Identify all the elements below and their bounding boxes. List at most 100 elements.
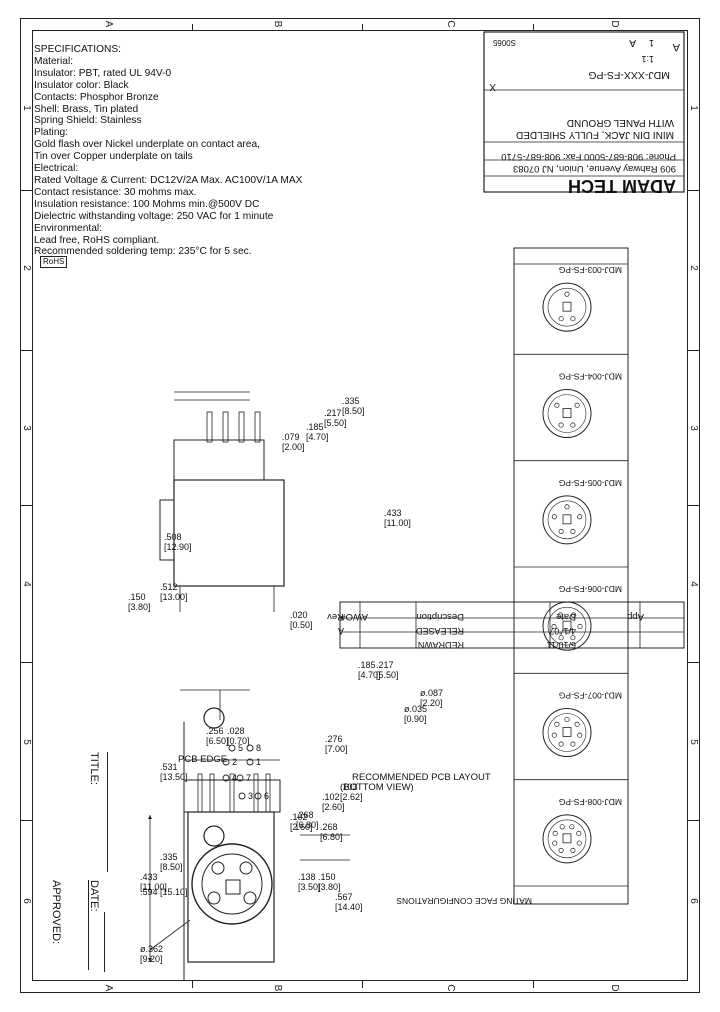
drawn-by: X bbox=[489, 81, 496, 92]
dim-side-150: .150 bbox=[128, 592, 146, 602]
pcb-pin-hole bbox=[254, 792, 262, 800]
mating-face-outline bbox=[542, 389, 592, 438]
pcb-pin-hole bbox=[222, 758, 230, 766]
pcb-pin-number: 5 bbox=[238, 743, 243, 753]
mating-key-block bbox=[562, 727, 572, 737]
dim-028: .028 bbox=[227, 726, 245, 736]
pcb-dim-217: .217 bbox=[376, 660, 394, 670]
mating-key-block bbox=[562, 301, 572, 312]
pcb-dim-217-mm: [5.50] bbox=[376, 670, 399, 680]
mating-pin-hole bbox=[559, 824, 565, 830]
dim-567: .567 bbox=[335, 892, 353, 902]
side-view-shell bbox=[173, 439, 265, 481]
mating-face-outline bbox=[542, 814, 592, 864]
title-block-border bbox=[483, 31, 685, 193]
mating-pin-hole bbox=[551, 624, 557, 630]
dim-103: .103 bbox=[340, 782, 358, 792]
mating-pin-hole bbox=[570, 847, 576, 853]
revision-letter: A bbox=[629, 37, 636, 48]
mating-pin-hole bbox=[558, 847, 564, 853]
company-name: ADAM TECH bbox=[568, 176, 676, 196]
mating-key-block bbox=[562, 620, 572, 631]
sheet-number: 1 bbox=[649, 38, 654, 48]
dim-side-508-mm: [12.90] bbox=[164, 542, 192, 552]
dim-side-508: .508 bbox=[164, 532, 182, 542]
revision-cell: 4/1/'07 bbox=[549, 626, 576, 636]
mating-heading: MATING FACE CONFIGURATIONS bbox=[396, 896, 532, 906]
mating-pin-hole bbox=[564, 716, 570, 723]
dim-362-mm: [9.20] bbox=[140, 954, 163, 964]
front-view-pin bbox=[211, 861, 225, 875]
dim-276-mm: [7.00] bbox=[325, 744, 348, 754]
pcb-dim-035: ø.035 bbox=[404, 704, 427, 714]
mating-pin-hole bbox=[564, 504, 570, 510]
mating-pin-hole bbox=[558, 635, 564, 641]
dim-side-512-mm: [13.00] bbox=[160, 592, 188, 602]
dim-side-079-mm: [2.00] bbox=[282, 442, 305, 452]
front-view-pin bbox=[207, 891, 221, 905]
mating-face-outline bbox=[542, 282, 592, 332]
pcb-subtitle: (BOTTOM VIEW) bbox=[340, 782, 414, 793]
mating-key-block bbox=[562, 833, 572, 844]
mating-face-inner bbox=[547, 394, 587, 433]
dim-side-185: .185 bbox=[306, 422, 324, 432]
pcb-dim-185-mm: [4.70] bbox=[358, 670, 381, 680]
drawing-title-1: MINI DIN JACK, FULLY SHIELDED bbox=[516, 129, 674, 140]
revision-header: Description bbox=[416, 611, 464, 622]
dim-594: .594 [15.10] bbox=[140, 887, 188, 897]
dim-150-mm: [3.80] bbox=[318, 882, 341, 892]
pcb-dim-035-mm: [0.90] bbox=[404, 714, 427, 724]
mating-face-outline bbox=[542, 495, 592, 545]
pcb-dim-433-mm: [11.00] bbox=[140, 882, 167, 892]
mating-pin-hole bbox=[577, 514, 583, 520]
dim-side-150-mm: [3.80] bbox=[128, 602, 151, 612]
revision-header: AWO# bbox=[340, 611, 368, 622]
dim-side-185-mm: [4.70] bbox=[306, 432, 329, 442]
pcb-pin-hole bbox=[246, 758, 254, 766]
dim-256: .256 bbox=[206, 726, 224, 736]
pcb-pin-hole bbox=[246, 744, 254, 752]
dim-102-mm: [2.60] bbox=[322, 802, 345, 812]
mating-pin-hole bbox=[551, 732, 557, 738]
side-view-leg bbox=[222, 411, 229, 443]
mating-face-outline bbox=[542, 708, 592, 757]
dim-138: .138 bbox=[298, 872, 316, 882]
mating-face-inner bbox=[547, 287, 587, 327]
mating-key-block bbox=[562, 408, 572, 418]
mating-pin-hole bbox=[558, 422, 564, 428]
dimension-arrow bbox=[148, 958, 152, 962]
revision-table bbox=[339, 601, 685, 649]
pcb-title: RECOMMENDED PCB LAYOUT bbox=[352, 772, 491, 783]
side-view-leg bbox=[206, 411, 213, 443]
dim-103-mm: [2.62] bbox=[340, 792, 363, 802]
mating-face-inner bbox=[547, 500, 587, 540]
company-phone: Phone: 908-687-5000 Fax: 908-687-5710 bbox=[501, 151, 676, 162]
front-view-pin bbox=[239, 861, 253, 875]
revision-header: Date bbox=[556, 611, 576, 622]
dim-276: .276 bbox=[325, 734, 343, 744]
mating-pin-hole bbox=[576, 830, 582, 837]
mating-pin-hole bbox=[564, 291, 570, 297]
mating-pin-hole bbox=[557, 612, 563, 618]
dim-150: .150 bbox=[318, 872, 336, 882]
pcb-pin-number: 1 bbox=[256, 757, 261, 767]
side-view-leg bbox=[254, 411, 261, 443]
revision-header: Rev bbox=[327, 611, 344, 622]
pcb-dim-531-mm: [13.50] bbox=[160, 772, 188, 782]
mating-pin-hole bbox=[570, 422, 576, 428]
pcb-shield-hole bbox=[203, 825, 225, 847]
pcb-dim-185: .185 bbox=[358, 660, 376, 670]
front-view-pin bbox=[243, 891, 257, 905]
pcb-dim-433: .433 bbox=[140, 872, 158, 882]
mating-pin-hole bbox=[574, 402, 580, 408]
pcb-dim-268-mm: [6.80] bbox=[320, 832, 343, 842]
pcb-pin-number: 8 bbox=[256, 743, 261, 753]
pcb-pin-number: 6 bbox=[264, 791, 269, 801]
dim-side-020-mm: [0.50] bbox=[290, 620, 313, 630]
pcb-dim-335-mm: [8.50] bbox=[160, 862, 183, 872]
mating-pin-hole bbox=[552, 840, 558, 846]
revision-cell: A bbox=[338, 626, 344, 636]
pcb-pin-hole bbox=[238, 792, 246, 800]
dim-side-512: .512 bbox=[160, 582, 178, 592]
